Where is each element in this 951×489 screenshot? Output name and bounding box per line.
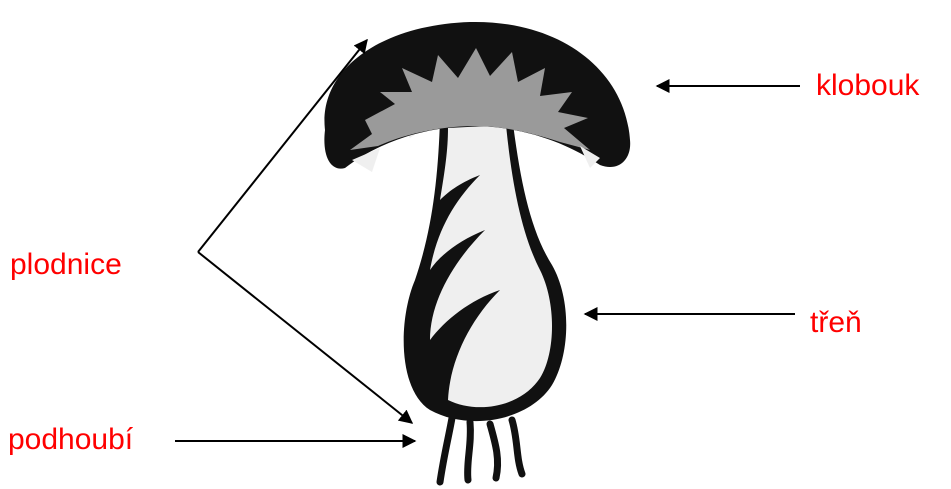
arrow-plodnice-to-base: [198, 252, 412, 423]
label-podhoubi: podhoubí: [8, 425, 133, 455]
mycelium-roots: [440, 418, 522, 482]
label-plodnice: plodnice: [10, 250, 122, 280]
label-tren: třeň: [810, 308, 862, 338]
label-klobouk: klobouk: [816, 71, 919, 101]
mushroom-stem: [402, 112, 566, 421]
